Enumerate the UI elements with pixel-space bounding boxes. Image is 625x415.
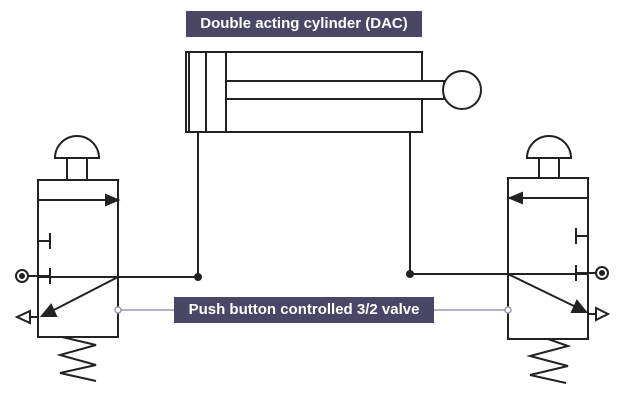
right-push-button-icon [525, 135, 573, 159]
left-push-button-stem [66, 157, 88, 181]
valve-label: Push button controlled 3/2 valve [174, 297, 434, 323]
right-push-button-stem [538, 157, 560, 179]
left-spring-icon [56, 336, 97, 382]
left-pipe-junction [194, 273, 202, 281]
left-push-button-icon [53, 135, 101, 159]
right-lower-arrowhead-icon [570, 299, 589, 313]
right-pipe-junction [406, 270, 414, 278]
double-acting-cylinder [185, 51, 482, 133]
left-pressure-source-icon [15, 269, 29, 283]
right-spring-icon [526, 338, 572, 384]
left-valve-body [37, 179, 119, 338]
left-upper-arrowhead-icon [105, 193, 121, 207]
right-valve [507, 135, 611, 384]
right-pipe [409, 132, 508, 275]
valve-label-connectors [114, 306, 512, 314]
cylinder-piston-rod [225, 80, 445, 100]
right-pressure-source-icon [595, 266, 609, 280]
cylinder-rod-end [442, 70, 482, 110]
left-connector-dot [114, 306, 122, 314]
cylinder-title-label: Double acting cylinder (DAC) [186, 11, 422, 37]
right-pressure-source-dot [599, 270, 605, 276]
right-exhaust-icon [595, 306, 611, 322]
left-valve [14, 135, 121, 382]
left-pipe [118, 132, 199, 278]
left-exhaust-icon [14, 309, 31, 325]
right-lower-flow-line [507, 273, 579, 309]
right-connector-dot [504, 306, 512, 314]
cylinder-piston [205, 51, 227, 133]
left-lower-flow-line [49, 276, 119, 313]
left-lower-arrowhead-icon [39, 303, 58, 317]
right-upper-arrowhead-icon [507, 191, 523, 205]
left-pressure-source-dot [19, 273, 25, 279]
